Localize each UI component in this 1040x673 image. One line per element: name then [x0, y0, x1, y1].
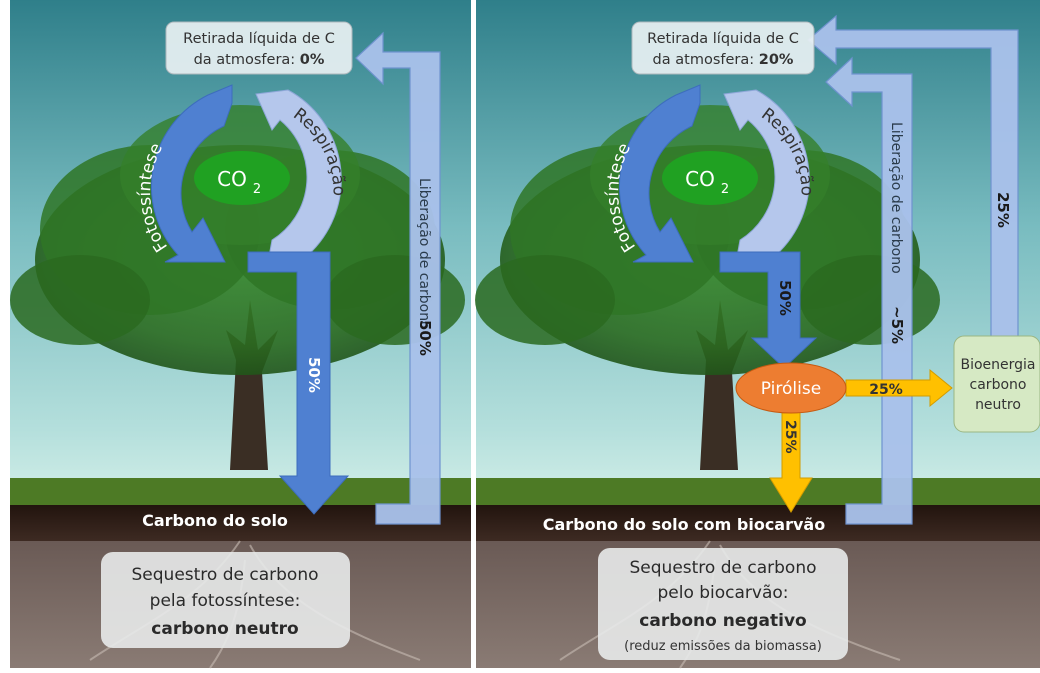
- left-panel: CO 2 Fotossíntese Respiração Liberação d…: [10, 0, 471, 669]
- right-co2-bubble: [662, 151, 758, 205]
- right-bioenergy-box: [953, 335, 1040, 433]
- right-down-pct: 50%: [776, 280, 794, 316]
- right-soil: [476, 505, 1040, 541]
- right-pyrolysis-label: Pirólise: [761, 379, 821, 399]
- left-down-arrow: [247, 251, 350, 515]
- left-summary-line3: carbono neutro: [151, 619, 298, 639]
- left-net-removal-box: [165, 21, 353, 75]
- left-net-removal-line2: da atmosfera: 0%: [194, 52, 325, 68]
- left-co2-label: CO: [217, 167, 247, 191]
- right-bioenergy-line3: neutro: [975, 397, 1021, 413]
- right-photosynthesis-arrow: [618, 84, 701, 263]
- right-soil-label: Carbono do solo com biocarvão: [543, 515, 825, 534]
- right-down-arrow: [719, 251, 818, 369]
- left-summary-line2: pela fotossíntese:: [150, 591, 301, 611]
- left-photosynthesis-arrow: [150, 84, 233, 263]
- left-summary-box: [101, 552, 350, 648]
- right-bioenergy-line2: carbono: [970, 377, 1027, 393]
- right-summary-line2: pelo biocarvão:: [657, 583, 788, 603]
- right-grass: [476, 478, 1040, 506]
- left-release-label: Liberação de carbono: [416, 178, 432, 330]
- right-pyro-down-pct: 25%: [782, 420, 798, 454]
- right-bioenergy-arrow: [807, 14, 1019, 361]
- left-net-removal-line1: Retirada líquida de C: [183, 31, 335, 47]
- right-summary-box: [598, 548, 848, 660]
- right-panel: Pirólise Bioenergia carbono neutro CO 2 …: [475, 0, 1040, 669]
- right-release-arrow: [825, 56, 913, 525]
- right-net-removal-line2: da atmosfera: 20%: [653, 52, 794, 68]
- right-release-pct: ~5%: [888, 306, 906, 344]
- right-net-removal-line1: Retirada líquida de C: [647, 31, 799, 47]
- right-bioenergy-line1: Bioenergia: [960, 357, 1035, 373]
- right-co2-label: CO: [685, 167, 715, 191]
- panel-divider: [471, 0, 476, 673]
- right-summary-line3: carbono negativo: [639, 611, 806, 631]
- left-soil-label: Carbono do solo: [142, 511, 288, 530]
- right-net-removal-box: [631, 21, 815, 75]
- left-down-pct: 50%: [305, 357, 323, 393]
- left-co2-subscript: 2: [253, 182, 261, 197]
- right-co2-subscript: 2: [721, 182, 729, 197]
- right-release-label: Liberação de carbono: [888, 122, 904, 274]
- right-pyrolysis-right-arrow: [845, 368, 953, 408]
- right-pyrolysis-node: [735, 362, 847, 414]
- left-release-pct: 50%: [416, 320, 434, 356]
- left-release-arrow: [355, 31, 441, 525]
- right-summary-line1: Sequestro de carbono: [630, 558, 817, 578]
- left-co2-bubble: [194, 151, 290, 205]
- right-pyro-right-pct: 25%: [869, 382, 903, 398]
- right-bioenergy-pct: 25%: [994, 192, 1012, 228]
- left-grass: [10, 478, 471, 506]
- right-summary-line4: (reduz emissões da biomassa): [624, 639, 822, 654]
- left-summary-line1: Sequestro de carbono: [132, 565, 319, 585]
- right-pyrolysis-down-arrow: [769, 409, 813, 513]
